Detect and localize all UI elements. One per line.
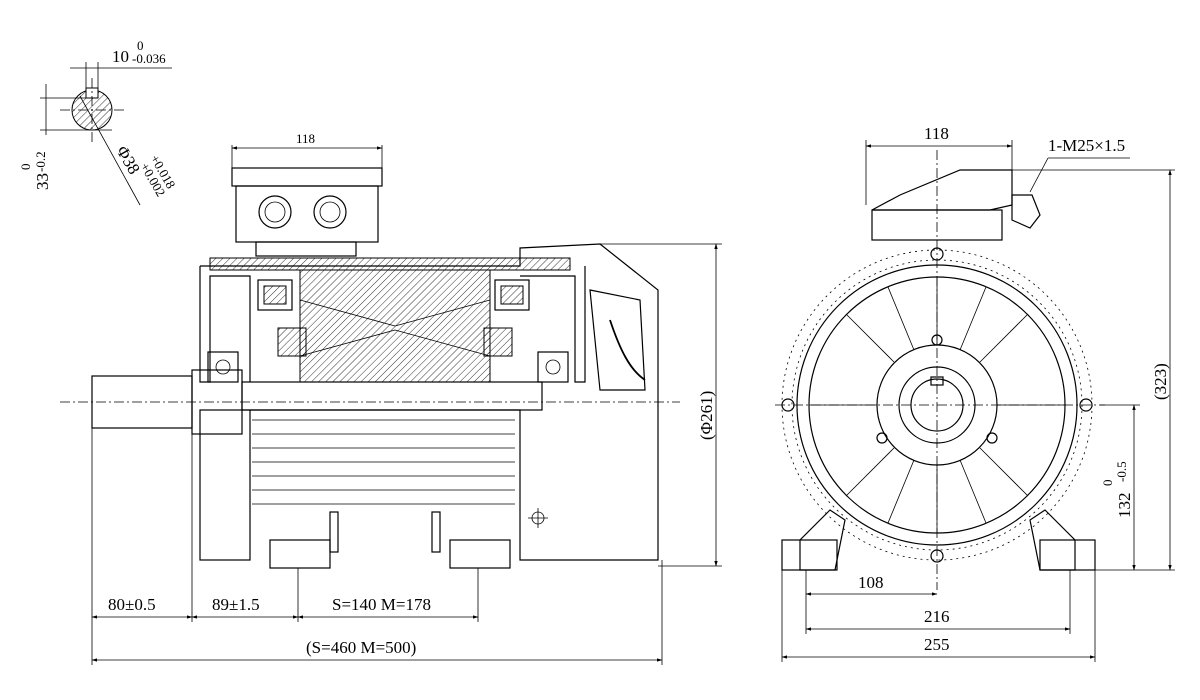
foot-distance-dim: 216 bbox=[924, 607, 950, 626]
overall-height-dim: (323) bbox=[1151, 363, 1170, 400]
drive-end-shield bbox=[199, 266, 251, 383]
shaft-height-tol-upper: 0 bbox=[1100, 480, 1115, 487]
shaft-extension-dim: 80±0.5 bbox=[108, 595, 156, 614]
half-foot-distance-dim: 108 bbox=[858, 573, 884, 592]
terminal-box-width-side: 118 bbox=[296, 131, 315, 146]
base-width-dim: 255 bbox=[924, 635, 950, 654]
bearing-de bbox=[207, 351, 239, 383]
end-view: 118 1-M25×1.5 bbox=[775, 124, 1175, 662]
key-depth-label: 33 bbox=[33, 173, 52, 190]
cable-entry-1 bbox=[258, 195, 292, 229]
body-diameter-dim: (Φ261) bbox=[697, 391, 716, 440]
terminal-box-end: 118 1-M25×1.5 bbox=[865, 124, 1130, 241]
shaft-section-detail: 10 0 -0.036 33 0 -0.2 Φ38 +0.018 +0.002 bbox=[18, 38, 179, 206]
key-depth-tol-lower: -0.2 bbox=[33, 151, 48, 172]
fan bbox=[589, 289, 646, 391]
cooling-fins-side bbox=[252, 419, 515, 505]
shaft-diameter-label: Φ38 bbox=[113, 143, 144, 178]
overall-length-dim: (S=460 M=500) bbox=[306, 638, 416, 657]
winding-right bbox=[494, 279, 530, 311]
shaft-height-tol-lower: -0.5 bbox=[1114, 461, 1129, 482]
terminal-box-side: 118 bbox=[231, 131, 383, 257]
foot-de bbox=[269, 539, 331, 569]
key-width-tol-upper: 0 bbox=[137, 38, 144, 53]
side-view: 118 bbox=[60, 131, 722, 665]
winding-left bbox=[257, 279, 293, 311]
key-width-label: 10 bbox=[112, 47, 129, 66]
terminal-box-width-end: 118 bbox=[924, 124, 949, 143]
key-width-tol-lower: -0.036 bbox=[132, 51, 166, 66]
shaft-to-foot-dim: 89±1.5 bbox=[212, 595, 260, 614]
foot-nde bbox=[449, 539, 511, 569]
cable-gland-label: 1-M25×1.5 bbox=[1048, 136, 1125, 155]
foot-spacing-dim: S=140 M=178 bbox=[332, 595, 431, 614]
bearing-nde bbox=[537, 351, 569, 383]
cable-entry-2 bbox=[313, 195, 347, 229]
rotor-shaft bbox=[241, 381, 543, 411]
cable-gland bbox=[1011, 194, 1041, 229]
shaft-height-dim: 132 bbox=[1115, 493, 1134, 519]
key-depth-tol-upper: 0 bbox=[18, 164, 33, 171]
non-drive-end-shield bbox=[520, 266, 586, 383]
